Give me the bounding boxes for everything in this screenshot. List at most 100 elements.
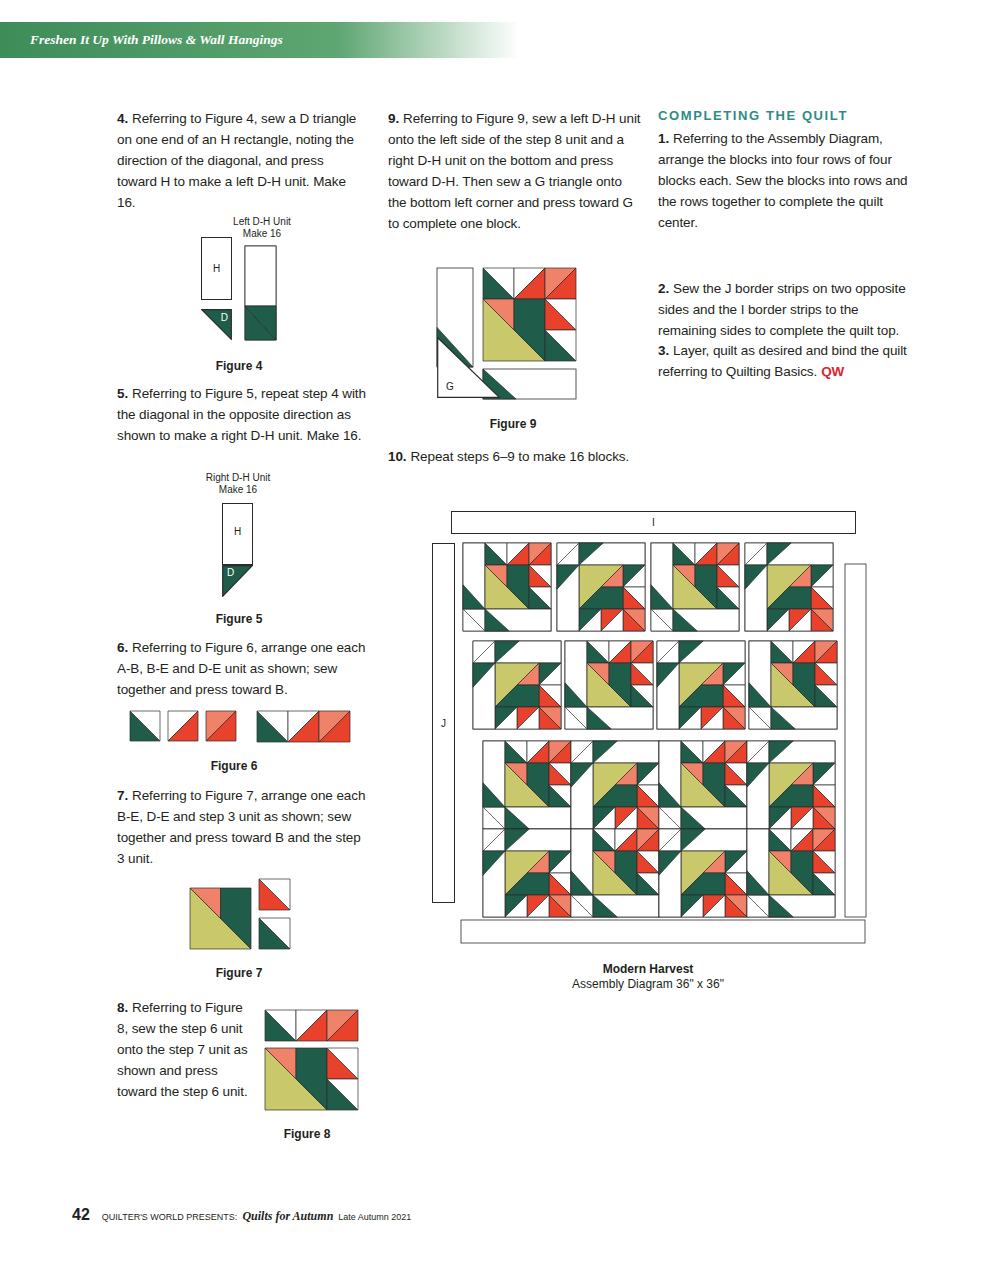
patch xyxy=(637,807,659,829)
patch xyxy=(593,829,615,851)
patch xyxy=(767,587,811,609)
patch xyxy=(507,543,529,565)
quilt-block xyxy=(571,741,659,829)
patch xyxy=(463,543,485,609)
section-header: Freshen It Up With Pillows & Wall Hangin… xyxy=(30,32,283,48)
patch xyxy=(587,663,609,685)
patch xyxy=(505,807,571,829)
patch xyxy=(771,707,837,729)
patch xyxy=(681,851,725,895)
patch xyxy=(791,763,813,785)
patch xyxy=(549,851,571,873)
patch xyxy=(259,918,290,949)
quilt-block xyxy=(651,543,739,631)
patch xyxy=(245,306,276,340)
patch xyxy=(190,888,251,949)
instruction-step: 8.Referring to Figure 8, sew the step 6 … xyxy=(117,997,251,1102)
patch xyxy=(593,895,659,917)
patch xyxy=(811,587,833,609)
patch xyxy=(206,711,236,741)
triangle-shape xyxy=(438,338,500,398)
quilt-block xyxy=(657,641,745,729)
border-strip: J xyxy=(432,543,455,903)
patch xyxy=(483,851,505,875)
patch xyxy=(527,741,549,763)
patch xyxy=(514,268,545,299)
patch xyxy=(813,829,835,851)
patch xyxy=(593,785,637,807)
patch xyxy=(549,851,571,873)
patch xyxy=(579,565,623,609)
patch xyxy=(637,873,659,895)
patch xyxy=(681,741,703,763)
patch xyxy=(485,609,509,631)
unit-caption: Make 16 xyxy=(219,484,257,496)
patch xyxy=(673,565,695,587)
patch xyxy=(505,895,527,917)
patch xyxy=(747,895,769,917)
patch xyxy=(587,641,609,663)
patch xyxy=(723,707,745,729)
patch xyxy=(571,763,593,829)
patch xyxy=(539,707,561,729)
patch xyxy=(651,609,673,631)
patch xyxy=(659,851,681,875)
patch xyxy=(296,1010,327,1041)
patch xyxy=(483,268,514,299)
patch xyxy=(631,663,653,685)
patch xyxy=(771,707,795,729)
patch xyxy=(265,1010,296,1041)
patch xyxy=(539,663,561,685)
patch xyxy=(789,565,811,587)
patch xyxy=(505,873,549,895)
quilt-block xyxy=(745,543,833,631)
patch xyxy=(549,763,571,785)
patch xyxy=(527,851,549,873)
quilt-block xyxy=(483,829,571,917)
patch xyxy=(717,565,739,587)
patch-letter: H xyxy=(213,263,220,274)
patch xyxy=(717,543,739,565)
figure-label: Figure 6 xyxy=(211,759,258,773)
patch xyxy=(723,685,745,707)
patch xyxy=(793,663,815,707)
patch xyxy=(747,741,769,763)
patch xyxy=(811,587,833,609)
patch xyxy=(679,707,701,729)
patch xyxy=(259,879,290,910)
patch xyxy=(529,587,551,609)
triangle-shape xyxy=(223,566,253,597)
patch-letter: D xyxy=(221,312,228,323)
patch xyxy=(545,330,576,361)
patch xyxy=(813,763,835,785)
patch xyxy=(695,543,717,565)
instruction-step: 4.Referring to Figure 4, sew a D triangl… xyxy=(117,108,367,213)
patch xyxy=(659,741,681,807)
patch xyxy=(319,711,350,742)
patch xyxy=(813,763,835,785)
patch xyxy=(527,763,549,807)
patch xyxy=(659,851,681,917)
patch xyxy=(327,1010,358,1041)
patch xyxy=(565,641,587,707)
patch xyxy=(549,895,571,917)
quilt-block xyxy=(483,741,571,829)
patch xyxy=(168,711,198,741)
patch-triangle: D xyxy=(222,565,253,597)
patch-rectangle: H xyxy=(222,503,253,565)
step-number: 9. xyxy=(388,111,399,126)
patch xyxy=(725,873,747,895)
patch xyxy=(815,685,837,707)
patch xyxy=(679,641,745,663)
patch xyxy=(549,763,571,785)
patch xyxy=(601,609,623,631)
step-text: Layer, quilt as desired and bind the qui… xyxy=(658,343,907,379)
patch xyxy=(130,711,160,741)
patch xyxy=(495,707,517,729)
patch xyxy=(789,609,811,631)
patch xyxy=(651,543,739,631)
patch xyxy=(539,685,561,707)
patch xyxy=(725,763,747,785)
patch xyxy=(557,543,579,565)
patch xyxy=(811,609,833,631)
